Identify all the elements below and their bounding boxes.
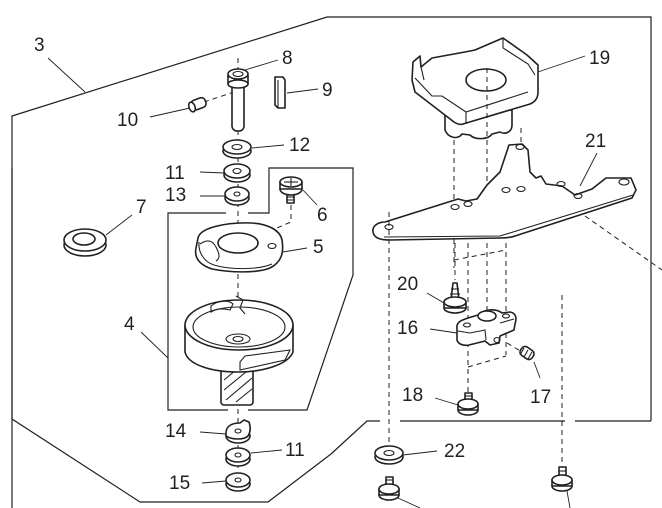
leader-22	[402, 450, 438, 456]
part-21-plate	[372, 143, 637, 241]
leader-7	[105, 214, 133, 236]
axis-16-link	[453, 249, 507, 261]
callout-11-upper: 11	[165, 163, 185, 184]
leader-16	[429, 328, 458, 334]
part-12-washer	[222, 139, 252, 159]
callout-8: 8	[282, 48, 293, 69]
callout-15: 15	[169, 473, 190, 494]
part-4-hook	[184, 295, 294, 406]
part-8-pin	[227, 68, 249, 132]
callout-6: 6	[317, 205, 328, 226]
part-5-plate	[194, 222, 284, 273]
part-11-washer-lower	[225, 447, 251, 467]
part-22-washer	[374, 445, 404, 465]
callout-21: 21	[585, 131, 606, 152]
part-9-key	[274, 76, 286, 109]
axis-17	[506, 342, 523, 353]
screw-under-22	[378, 476, 400, 501]
assembly-4-outline	[167, 212, 228, 411]
leader-8	[244, 59, 279, 71]
callout-5: 5	[313, 237, 324, 258]
callout-7: 7	[136, 197, 147, 218]
leader-11a	[199, 171, 225, 174]
callout-14: 14	[165, 421, 187, 442]
callout-12: 12	[289, 135, 310, 156]
leader-12	[251, 144, 285, 149]
callout-3: 3	[34, 35, 45, 56]
screw-6-axis	[271, 205, 292, 240]
part-19-holder	[411, 37, 539, 140]
callout-17: 17	[530, 387, 551, 408]
screw-right	[551, 466, 573, 492]
callout-9: 9	[322, 80, 333, 101]
leader-19	[537, 55, 586, 73]
leader-15	[201, 480, 227, 484]
part-6-screw	[279, 176, 303, 204]
part-10-setscrew	[187, 96, 207, 113]
screw-under-22-leader	[397, 497, 421, 508]
assembly-3-outline-bottom	[11, 168, 332, 503]
callout-10: 10	[117, 110, 138, 131]
assembly-4-outline-b	[248, 167, 354, 411]
leader-5	[282, 247, 308, 253]
callout-19: 19	[589, 48, 610, 69]
leader-10	[149, 107, 191, 118]
part-16-bracket	[456, 309, 517, 347]
callout-11-lower: 11	[285, 440, 305, 461]
assembly-outline-lower-right	[330, 420, 380, 455]
part-14-washer	[225, 419, 251, 444]
part-17-setscrew	[519, 345, 535, 361]
leader-4	[140, 331, 169, 359]
callout-13: 13	[165, 185, 186, 206]
leader-14	[199, 431, 227, 435]
part-15-washer	[225, 472, 251, 492]
leader-9	[286, 88, 319, 94]
leader-21	[579, 152, 598, 187]
leader-6	[302, 189, 318, 206]
callout-22: 22	[444, 441, 465, 462]
leader-11b	[250, 449, 283, 454]
leader-3	[47, 57, 86, 93]
callout-4: 4	[124, 314, 135, 335]
pin-axis	[203, 91, 235, 103]
callout-16: 16	[397, 318, 418, 339]
callout-18: 18	[402, 385, 423, 406]
screw-right-leader	[566, 490, 571, 508]
leader-18	[434, 397, 459, 406]
leader-17	[533, 361, 541, 379]
part-20-screw	[443, 282, 467, 314]
axis-16-link-low	[467, 355, 507, 368]
axis-diagonal	[584, 215, 662, 271]
part-13-washer	[224, 186, 250, 206]
callout-20: 20	[397, 274, 418, 295]
leader-20	[426, 292, 445, 304]
part-18-screw	[457, 392, 479, 416]
part-7-washer	[63, 228, 107, 257]
part-11-washer-upper	[223, 163, 251, 183]
